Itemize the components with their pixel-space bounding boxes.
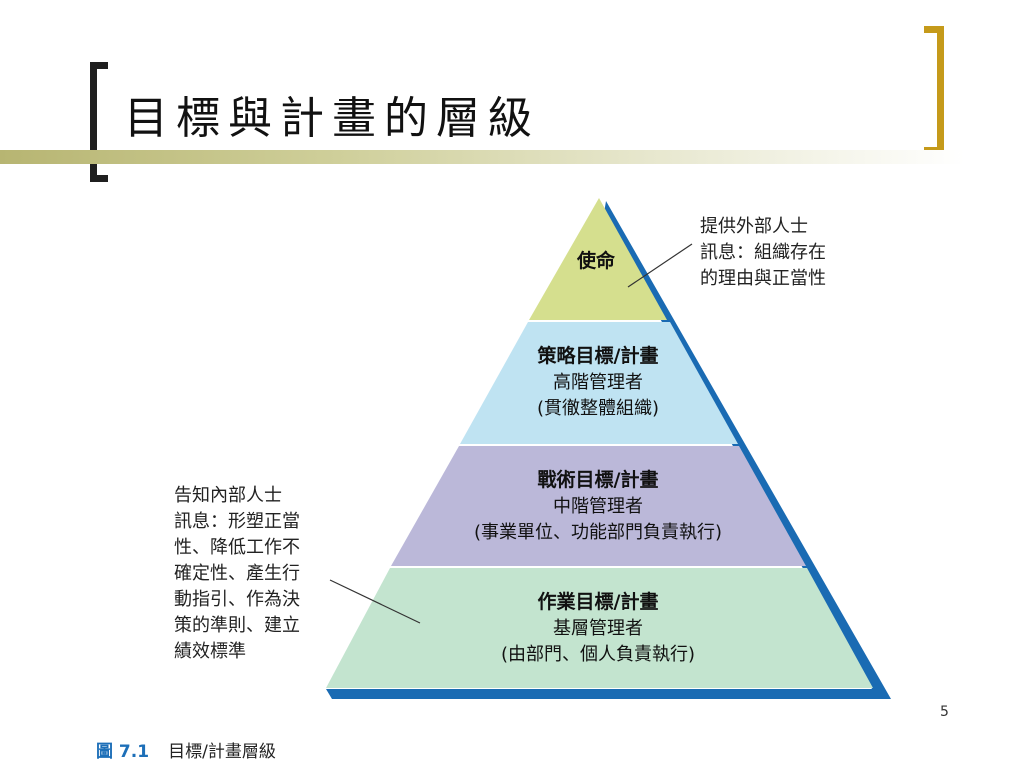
title-underline-bar	[0, 150, 965, 164]
tier-tactical-scope: (事業單位、功能部門負責執行)	[474, 522, 722, 543]
internal-note-line-3: 性、降低工作不	[174, 537, 300, 558]
figure-caption-text: 目標/計畫層級	[168, 742, 276, 762]
tier-mission	[529, 198, 667, 320]
tier-strategic	[460, 322, 738, 444]
internal-note-leader-line	[329, 579, 421, 624]
external-note-line-2: 訊息：組織存在	[700, 242, 826, 263]
tier-mission-title: 使命	[576, 249, 616, 272]
tier-operational-scope: (由部門、個人負責執行)	[501, 644, 695, 665]
external-note-line-3: 的理由與正當性	[700, 268, 826, 289]
tier-tactical-manager: 中階管理者	[553, 496, 643, 517]
tier-strategic-scope: (貫徹整體組織)	[537, 398, 659, 419]
tier-operational-title: 作業目標/計畫	[538, 590, 659, 613]
slide-title: 目標與計畫的層級	[124, 93, 540, 144]
tier-strategic-manager: 高階管理者	[553, 372, 643, 393]
external-note-leader-line	[627, 243, 693, 288]
tier-tactical	[391, 446, 806, 566]
tier-operational-manager: 基層管理者	[553, 618, 643, 639]
internal-note-line-6: 策的準則、建立	[174, 615, 300, 636]
title-bracket-left	[90, 62, 108, 182]
internal-note-line-1: 告知內部人士	[174, 485, 282, 506]
tier-tactical-title: 戰術目標/計畫	[538, 468, 659, 491]
internal-note-line-7: 績效標準	[174, 641, 246, 662]
tier-operational	[326, 568, 873, 688]
figure-caption: 圖 7.1 目標/計畫層級	[96, 737, 276, 762]
figure-caption-label: 圖 7.1	[96, 742, 150, 762]
internal-note-line-2: 訊息：形塑正當	[174, 511, 300, 532]
tier-strategic-title: 策略目標/計畫	[538, 344, 659, 367]
external-note-line-1: 提供外部人士	[700, 216, 808, 237]
internal-note-line-5: 動指引、作為決	[174, 589, 300, 610]
internal-note-line-4: 確定性、產生行	[174, 563, 300, 584]
page-number: 5	[940, 704, 949, 720]
